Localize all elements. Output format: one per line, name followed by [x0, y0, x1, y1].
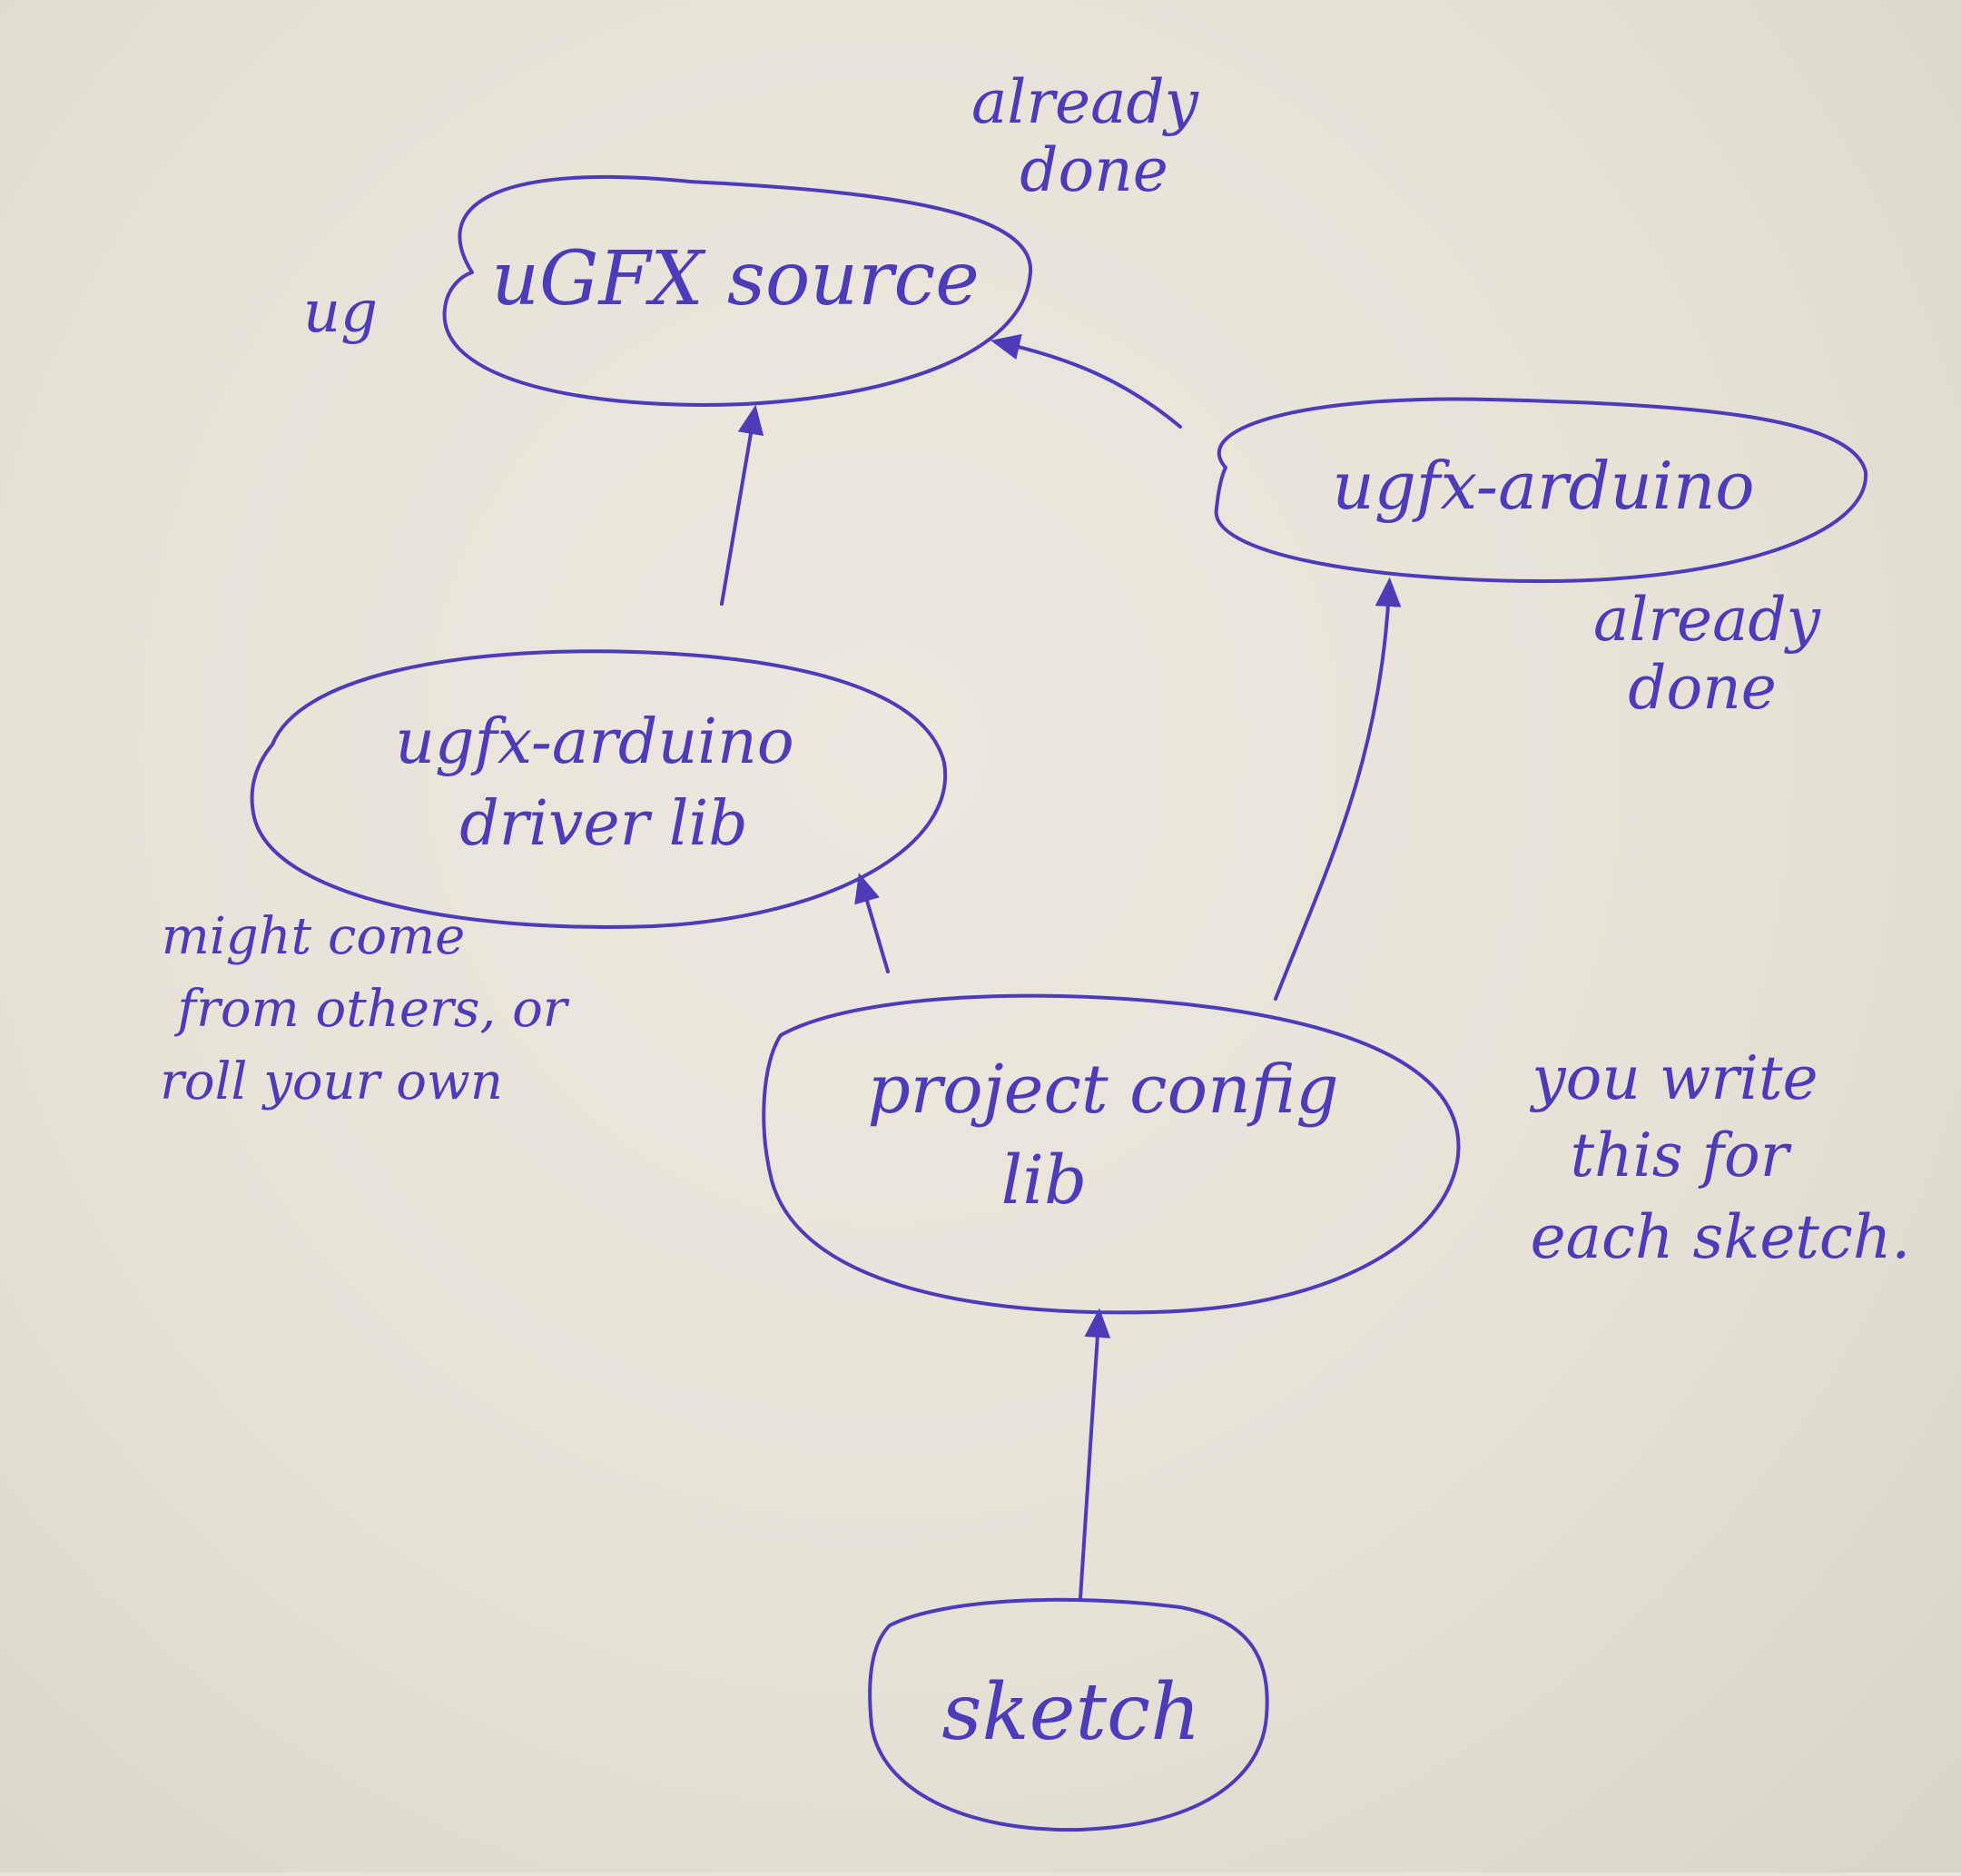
node-ugfx-arduino: ugfx-arduino: [1214, 397, 1868, 583]
ugfx-source-status-line1: already: [971, 67, 1199, 137]
driver-lib-ellipse: [250, 649, 948, 929]
project-config-note-line2: this for: [1571, 1121, 1792, 1190]
sketch-ellipse: [868, 1597, 1269, 1832]
driver-lib-note: might come from others, or roll your own: [160, 907, 570, 1111]
project-config-note-line3: each sketch.: [1531, 1202, 1911, 1272]
arrow-ugfx-arduino-to-source: [990, 333, 1182, 429]
driver-lib-label-line2: driver lib: [459, 788, 748, 860]
arrow-config-to-driver: [854, 873, 890, 973]
project-config-label-line1: project config: [867, 1051, 1338, 1129]
ugfx-arduino-ellipse: [1214, 397, 1868, 583]
ugfx-arduino-label: ugfx-arduino: [1332, 448, 1754, 524]
driver-lib-label-line1: ugfx-arduino: [395, 706, 793, 778]
ugfx-arduino-status-line2: done: [1628, 653, 1777, 723]
ugfx-source-status-line2: done: [1020, 135, 1168, 205]
ugfx-source-status-note: already done: [971, 67, 1199, 205]
ugfx-source-scribble: ug: [303, 279, 378, 346]
node-project-config: project config lib: [762, 993, 1461, 1315]
driver-lib-note-line2: from others, or: [173, 980, 569, 1039]
node-ugfx-source: uGFX source ug: [303, 174, 1033, 407]
project-config-note: you write this for each sketch.: [1529, 1043, 1910, 1272]
driver-lib-note-line3: roll your own: [160, 1052, 503, 1111]
node-driver-lib: ugfx-arduino driver lib: [250, 649, 948, 929]
arrow-config-to-ugfx-arduino: [1274, 577, 1402, 1001]
node-sketch: sketch: [868, 1597, 1269, 1832]
driver-lib-note-line1: might come: [162, 907, 466, 966]
sketch-label: sketch: [941, 1667, 1200, 1758]
project-config-ellipse: [762, 993, 1461, 1315]
project-config-label-line2: lib: [1001, 1141, 1088, 1219]
ugfx-source-ellipse: [442, 174, 1033, 407]
arrow-sketch-to-config: [1079, 1308, 1111, 1600]
ugfx-source-label: uGFX source: [491, 236, 980, 322]
project-config-note-line1: you write: [1529, 1043, 1818, 1113]
ugfx-arduino-status-line1: already: [1593, 585, 1821, 655]
arrow-driver-to-source: [720, 404, 764, 606]
ugfx-arduino-status-note: already done: [1593, 585, 1821, 723]
